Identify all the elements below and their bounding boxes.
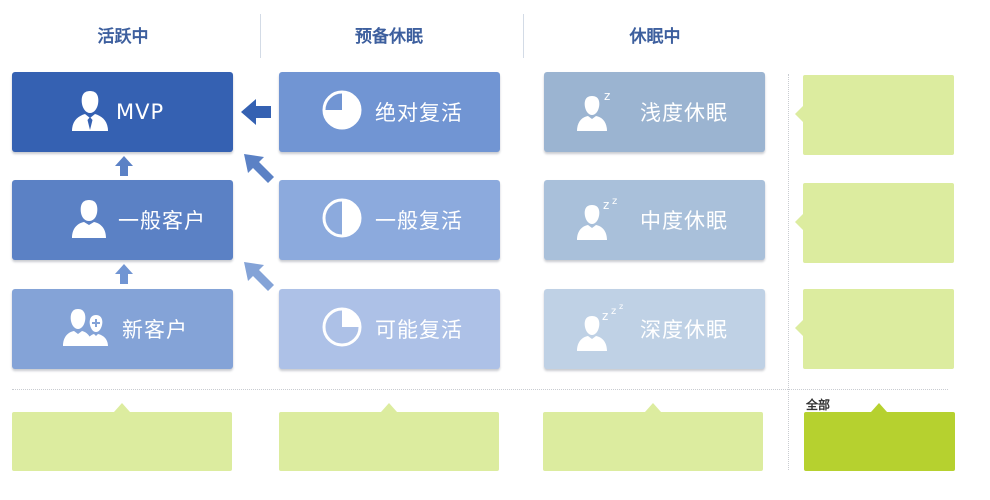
row-summary-box-new[interactable] — [803, 289, 954, 369]
pointer-notch — [381, 403, 397, 412]
row-summary-box-regular[interactable] — [803, 183, 954, 263]
column-summary-box-sleeping[interactable] — [543, 412, 763, 471]
vertical-divider — [788, 74, 789, 470]
segment-card-regular-revive[interactable]: 一般复活 — [279, 180, 500, 260]
horizontal-divider — [12, 389, 948, 390]
svg-text:z: z — [611, 306, 616, 317]
segment-card-medium-sleep[interactable]: z z 中度休眠 — [544, 180, 765, 260]
segment-card-mvp[interactable]: MVP — [12, 72, 233, 152]
pointer-notch — [871, 403, 887, 412]
header-sleeping: 休眠中 — [629, 27, 681, 47]
segment-label: MVP — [116, 100, 165, 124]
arrow-diagonal-icon — [244, 154, 274, 183]
summary-box-all[interactable] — [804, 412, 955, 471]
segment-label: 浅度休眠 — [640, 101, 728, 125]
segment-card-possible-revive[interactable]: 可能复活 — [279, 289, 500, 369]
sleep-zz-icon: z z — [574, 195, 624, 245]
segment-label: 可能复活 — [375, 318, 463, 342]
segment-label: 中度休眠 — [640, 209, 728, 233]
segment-card-regular[interactable]: 一般客户 — [12, 180, 233, 260]
column-summary-box-active[interactable] — [12, 412, 232, 471]
header-pre-sleep: 预备休眠 — [355, 27, 423, 47]
header-divider — [523, 14, 524, 58]
all-label: 全部 — [806, 398, 831, 412]
arrow-diagonal-icon — [244, 262, 274, 291]
segment-card-new[interactable]: 新客户 — [12, 289, 233, 369]
arrow-up-icon — [115, 264, 133, 284]
segment-card-deep-sleep[interactable]: z z z 深度休眠 — [544, 289, 765, 369]
arrow-up-icon — [115, 156, 133, 176]
segment-label: 一般复活 — [375, 209, 463, 233]
pointer-notch — [795, 320, 803, 336]
user-icon — [70, 197, 108, 243]
svg-text:z: z — [602, 309, 608, 323]
pie-half-icon — [321, 197, 363, 243]
arrow-left-icon — [241, 99, 271, 125]
new-user-icon — [62, 306, 114, 352]
pointer-notch — [795, 106, 803, 122]
header-divider — [260, 14, 261, 58]
svg-text:z: z — [604, 89, 610, 103]
sleep-zzz-icon: z z z — [574, 302, 626, 356]
svg-text:z: z — [603, 198, 609, 212]
segment-card-light-sleep[interactable]: z 浅度休眠 — [544, 72, 765, 152]
pie-quarter-icon — [321, 306, 363, 352]
segment-card-absolute-revive[interactable]: 绝对复活 — [279, 72, 500, 152]
segment-label: 一般客户 — [118, 209, 206, 233]
column-summary-box-pre-sleep[interactable] — [279, 412, 499, 471]
svg-text:z: z — [619, 302, 623, 311]
segment-label: 深度休眠 — [640, 318, 728, 342]
segment-label: 绝对复活 — [375, 101, 463, 125]
segment-label: 新客户 — [122, 318, 188, 342]
sleep-z-icon: z — [574, 88, 624, 136]
row-summary-box-mvp[interactable] — [803, 75, 954, 155]
pointer-notch — [795, 214, 803, 230]
pointer-notch — [114, 403, 130, 412]
pie-three-quarter-icon — [321, 89, 363, 135]
svg-text:z: z — [612, 196, 617, 207]
header-active: 活跃中 — [97, 27, 149, 47]
user-tie-icon — [70, 88, 110, 136]
pointer-notch — [645, 403, 661, 412]
